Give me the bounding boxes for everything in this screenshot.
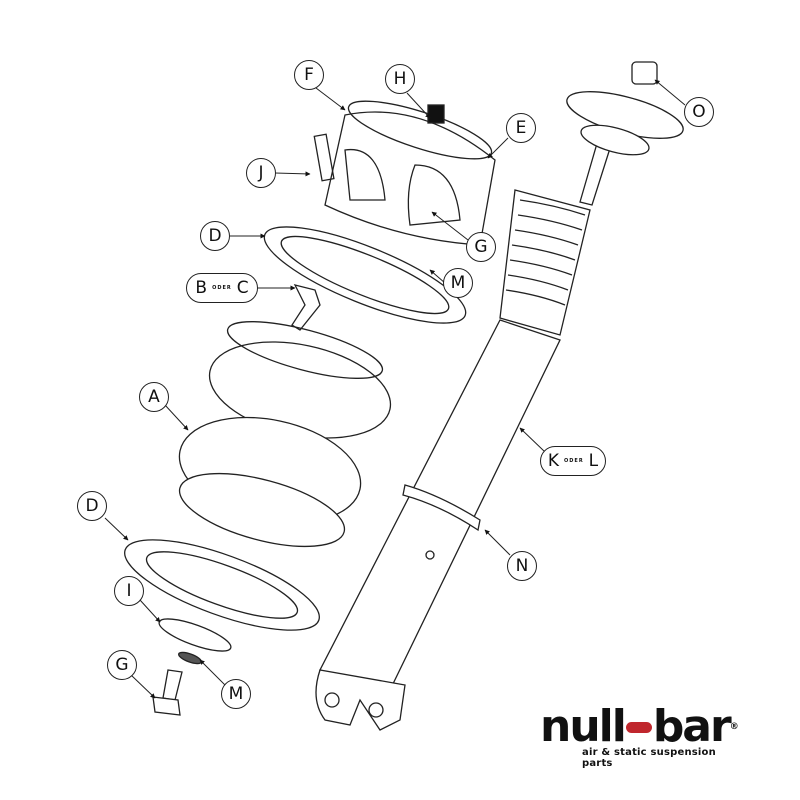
callout-g-top: G — [466, 232, 496, 262]
callout-k-oder-l: K ODER L — [540, 446, 606, 476]
callout-label: G — [474, 237, 488, 257]
callout-label: O — [692, 102, 706, 122]
callout-label-k: K — [547, 451, 559, 471]
callout-label: E — [515, 118, 527, 138]
callout-label: I — [126, 581, 132, 601]
air-bellow-part-a — [178, 321, 392, 548]
ring-part-n — [402, 484, 481, 532]
callout-j: J — [246, 158, 276, 188]
callout-b-oder-c: B ODER C — [186, 273, 258, 303]
top-mount-part-e — [313, 100, 496, 246]
callout-f: F — [294, 60, 324, 90]
callout-label: D — [208, 226, 222, 246]
callout-h: H — [385, 64, 415, 94]
callout-connector: ODER — [212, 285, 232, 291]
callout-label: A — [148, 387, 160, 407]
callout-label-c: C — [236, 278, 249, 298]
callout-m-bottom: M — [221, 679, 251, 709]
plate-part-d-bottom — [124, 539, 320, 631]
callout-d-top: D — [200, 221, 230, 251]
callout-n: N — [507, 551, 537, 581]
callout-label-l: L — [588, 451, 599, 471]
callout-a: A — [139, 382, 169, 412]
callout-label: F — [304, 65, 314, 85]
callout-connector: ODER — [564, 458, 584, 464]
registered-mark: ® — [729, 722, 739, 732]
callout-label-b: B — [195, 278, 208, 298]
callout-label: M — [228, 684, 244, 704]
callout-d-bottom: D — [77, 491, 107, 521]
callout-i: I — [114, 576, 144, 606]
callout-label: M — [450, 273, 466, 293]
logo-dash — [625, 721, 652, 733]
logo-part2: bar — [652, 701, 732, 752]
callout-label: D — [85, 496, 99, 516]
callout-o: O — [684, 97, 714, 127]
logo-tagline: air & static suspension parts — [582, 747, 716, 769]
callout-label: G — [115, 655, 129, 675]
callout-m-top: M — [443, 268, 473, 298]
callout-g-bottom: G — [107, 650, 137, 680]
callout-label: N — [515, 556, 529, 576]
callout-e: E — [506, 113, 536, 143]
callout-label: J — [258, 163, 264, 183]
logo-part1: null — [540, 701, 627, 752]
callout-label: H — [393, 69, 407, 89]
